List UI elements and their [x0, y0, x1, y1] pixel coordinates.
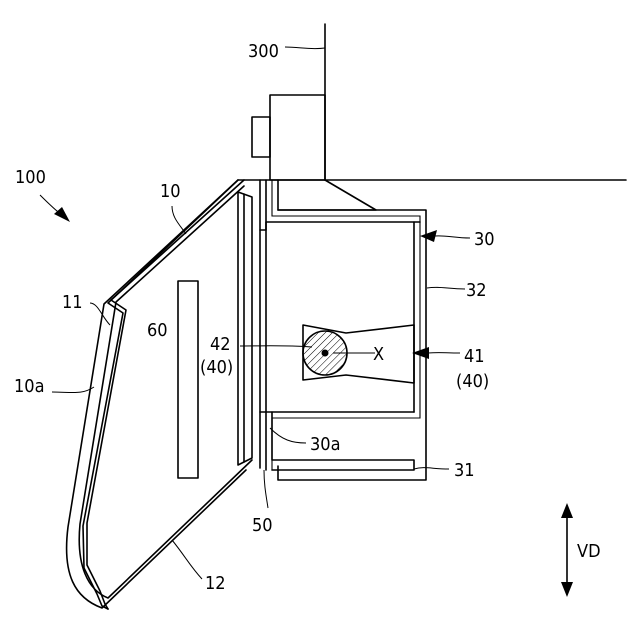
label-11: 11	[62, 292, 83, 313]
label-60: 60	[147, 320, 168, 341]
label-41: 41	[464, 346, 485, 367]
label-50: 50	[252, 515, 273, 536]
label-42-parent: (40)	[200, 357, 233, 378]
body-300	[252, 24, 626, 180]
cover-10	[67, 180, 325, 609]
label-10a: 10a	[14, 376, 45, 397]
label-32: 32	[466, 280, 487, 301]
label-vd: VD	[577, 541, 601, 562]
label-41-parent: (40)	[456, 371, 489, 392]
housing-30	[260, 180, 426, 480]
label-12: 12	[205, 573, 226, 594]
label-31: 31	[454, 460, 475, 481]
label-30: 30	[474, 229, 495, 250]
vd-arrow-icon	[561, 503, 573, 597]
label-30a: 30a	[310, 434, 341, 455]
label-100: 100	[15, 167, 46, 188]
label-10: 10	[160, 181, 181, 202]
label-x: X	[373, 344, 384, 365]
label-42: 42	[210, 334, 231, 355]
label-300: 300	[248, 41, 279, 62]
panel-60	[178, 281, 198, 478]
